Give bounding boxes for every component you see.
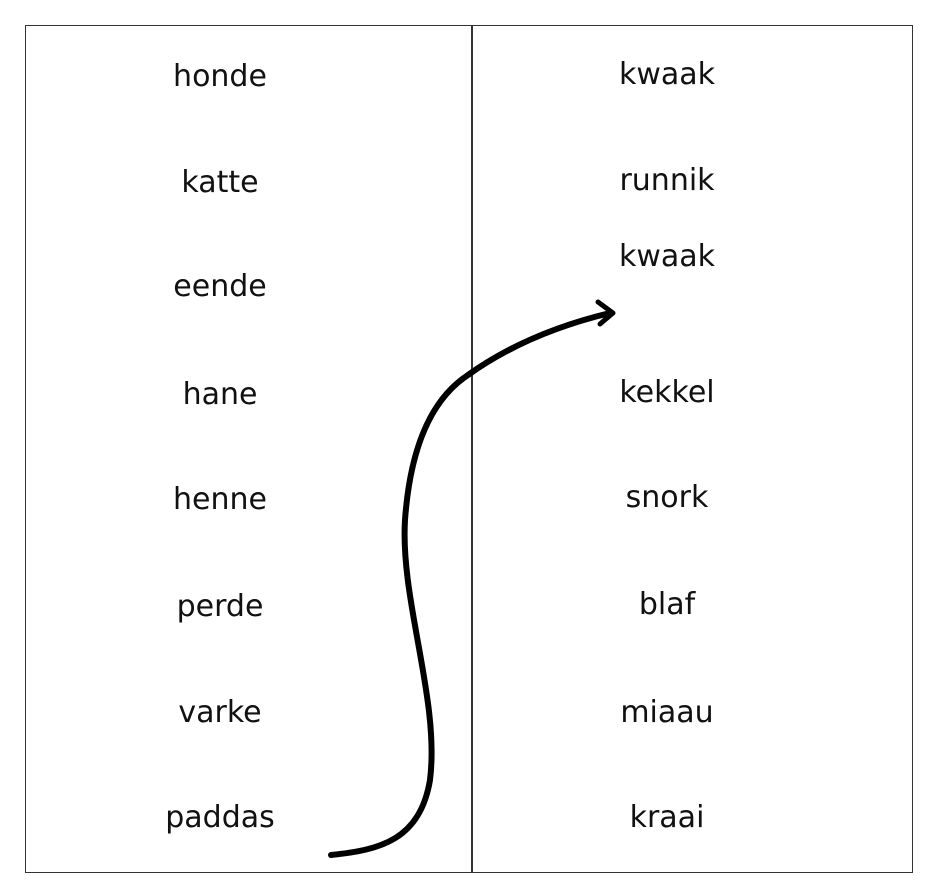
arrowhead-icon [595, 299, 616, 327]
word-honde[interactable]: honde [173, 59, 267, 94]
word-henne[interactable]: henne [173, 482, 267, 517]
word-snork[interactable]: snork [625, 480, 709, 515]
matching-worksheet [25, 25, 913, 873]
word-paddas[interactable]: paddas [165, 800, 275, 835]
word-kwaak-1[interactable]: kwaak [618, 57, 716, 92]
word-kraai[interactable]: kraai [629, 800, 705, 835]
word-hane[interactable]: hane [182, 377, 258, 412]
column-divider [471, 26, 473, 872]
word-kwaak-2[interactable]: kwaak [618, 239, 716, 274]
word-miaau[interactable]: miaau [620, 695, 714, 730]
word-katte[interactable]: katte [181, 165, 259, 200]
word-eende[interactable]: eende [173, 269, 267, 304]
word-varke[interactable]: varke [178, 695, 262, 730]
word-blaf[interactable]: blaf [638, 587, 696, 622]
word-kekkel[interactable]: kekkel [619, 375, 715, 410]
word-perde[interactable]: perde [176, 589, 264, 624]
arrow-line [328, 310, 613, 858]
word-runnik[interactable]: runnik [619, 163, 715, 198]
